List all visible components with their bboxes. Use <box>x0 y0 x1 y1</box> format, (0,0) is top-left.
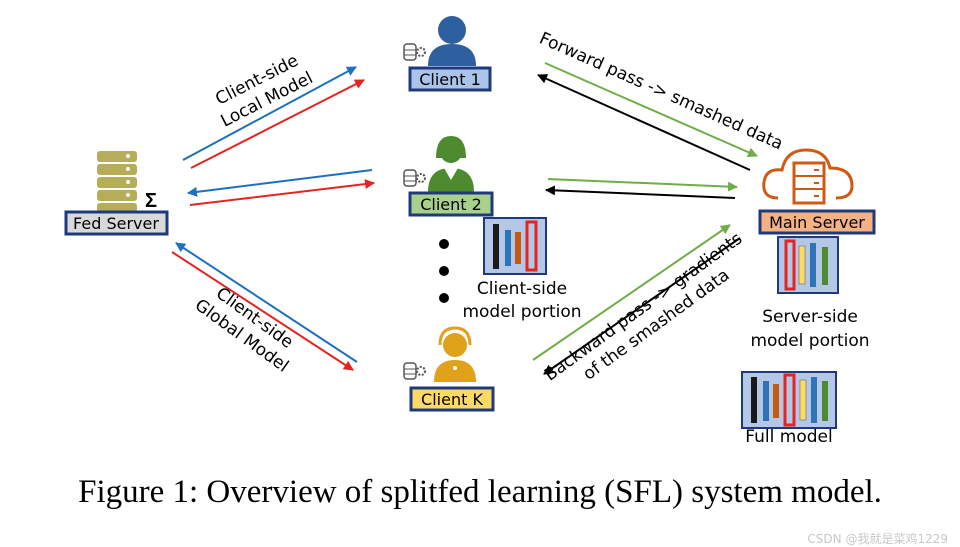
main-server-box <box>758 209 876 235</box>
client-2-box <box>408 191 494 217</box>
arrow-fed-to-client1-blue <box>182 66 357 161</box>
arrow-main-to-client1-black <box>537 74 751 171</box>
ellipsis-dot <box>439 239 449 249</box>
client-side-model-icon <box>483 217 547 275</box>
fed-server-label: Fed Server <box>73 214 159 233</box>
server-portion-label-line2: model portion <box>750 331 869 351</box>
arrow-client1-to-main-green <box>544 62 758 157</box>
server-portion-label-line1: Server-side <box>762 307 858 327</box>
arrow-fed-to-clientk-red <box>171 251 354 371</box>
client-2-person-icon <box>428 136 474 192</box>
client-portion-label-line1: Client-side <box>477 279 567 299</box>
full-model-icon <box>741 371 837 429</box>
arrow-client2-to-main-green <box>547 178 738 192</box>
ellipsis-dot <box>439 293 449 303</box>
label-client-local-model: Client-side Local Model <box>212 51 316 132</box>
arrow-client1-to-fed-red <box>190 79 365 169</box>
ellipsis-dot <box>439 266 449 276</box>
client-k-box <box>409 386 495 412</box>
main-server-cloud-icon <box>762 148 854 205</box>
client-1-box <box>408 66 492 92</box>
client-1-database-gear-icon <box>403 43 426 61</box>
server-side-model-icon <box>777 236 839 294</box>
client-k-label: Client K <box>421 390 483 409</box>
arrow-main-to-client2-black <box>545 185 736 199</box>
main-server-label: Main Server <box>769 213 865 232</box>
client-1-label: Client 1 <box>419 70 481 89</box>
full-model-label: Full model <box>745 427 832 447</box>
arrow-fed-to-client2-red <box>189 179 375 206</box>
client-k-person-icon <box>434 326 476 382</box>
client-2-label: Client 2 <box>420 195 482 214</box>
fed-server-box <box>64 210 169 236</box>
watermark: CSDN @我就是菜鸡1229 <box>807 532 948 546</box>
client-k-database-gear-icon <box>403 362 426 380</box>
client-1-person-icon <box>428 16 476 66</box>
fed-server-icon <box>97 151 137 212</box>
figure-caption: Figure 1: Overview of splitfed learning … <box>78 474 882 510</box>
arrow-clientk-to-main-green <box>532 224 731 361</box>
sigma-symbol: Σ <box>145 190 157 212</box>
arrow-main-to-clientk-black <box>543 237 741 375</box>
client-2-database-gear-icon <box>403 169 426 187</box>
client-portion-label-line2: model portion <box>462 302 581 322</box>
arrow-client2-to-fed-blue <box>187 169 373 197</box>
arrow-clientk-to-fed-blue <box>175 242 358 363</box>
